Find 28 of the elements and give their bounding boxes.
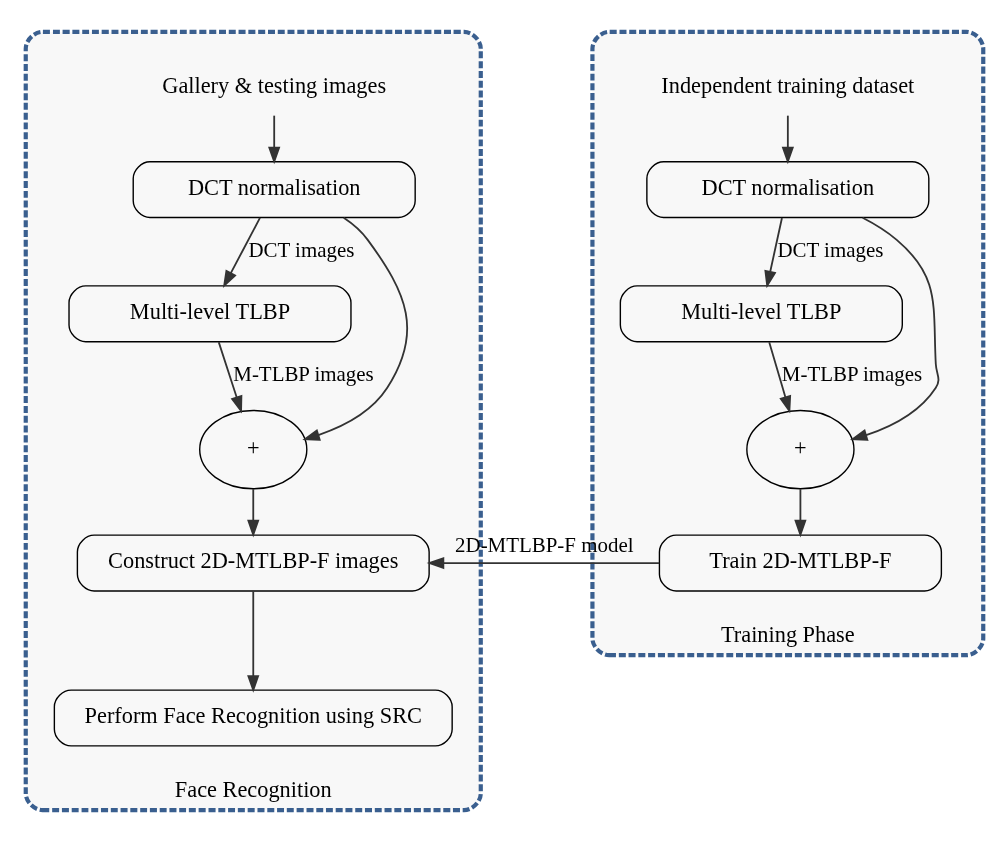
arrow [267,114,280,165]
arrow [793,488,807,538]
node-box: Multi-level TLBP [619,285,903,343]
node-text: Independent training dataset [660,73,914,99]
arrow [217,341,242,414]
arrow [767,341,791,414]
arrow [763,217,783,289]
node-ellipse: + [198,409,307,490]
edge-label: 2D-MTLBP-F model [454,532,633,557]
arrow [222,217,261,288]
node-ellipse: + [745,409,855,490]
arrow [426,556,660,570]
edge-label: DCT images [776,237,883,262]
node-box: Multi-level TLBP [67,285,352,343]
node-text: Gallery & testing images [161,73,386,99]
arrow [246,590,259,693]
edge-label: M-TLBP images [232,361,374,386]
node-box: Perform Face Recognition using SRC [53,689,453,747]
edge-label: DCT images [247,237,354,262]
node-box: DCT normalisation [132,161,416,219]
node-box: Construct 2D-MTLBP-F images [76,534,430,592]
arrow [301,216,408,441]
arrow [849,216,939,441]
edge-label: M-TLBP images [781,361,922,386]
node-box: DCT normalisation [645,161,930,219]
arrow [781,114,794,165]
node-box: Train 2D-MTLBP-F [658,534,942,592]
arrow [246,488,259,538]
